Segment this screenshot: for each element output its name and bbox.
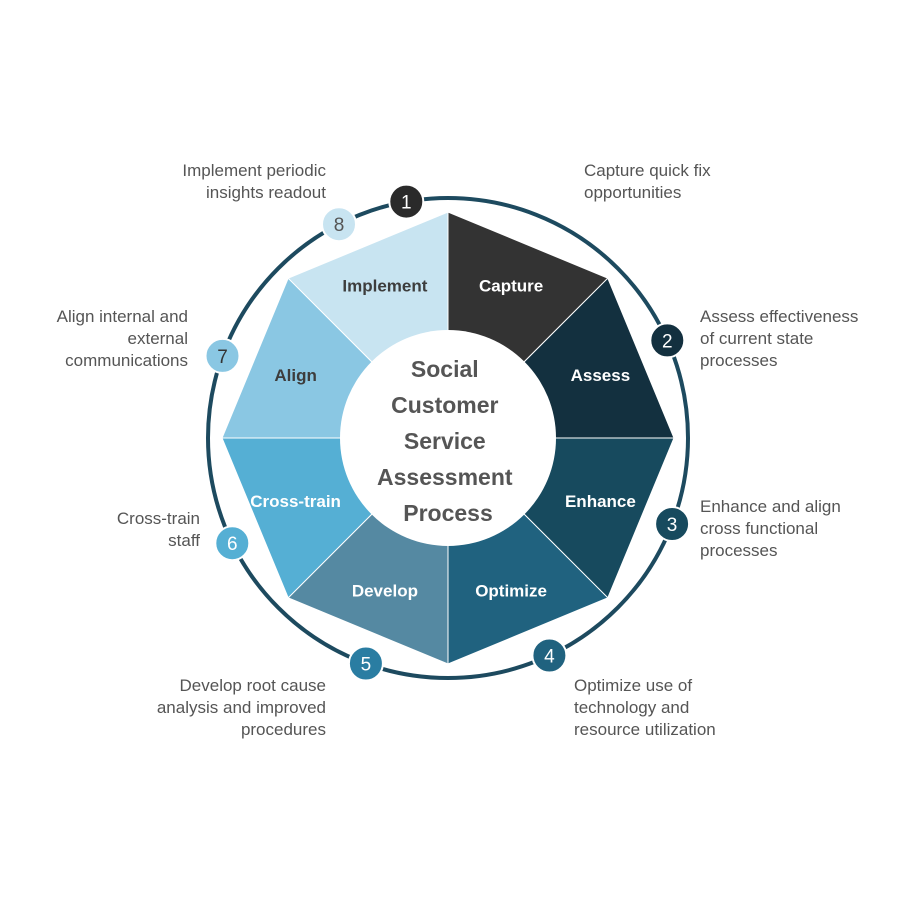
step-8-badge [321,206,357,243]
segment-label-optimize: Optimize [475,581,547,600]
center-title-line: Process [403,500,493,526]
step-3-badge [654,506,691,542]
center-title: Social Customer Service Assessment Proce… [377,356,519,526]
step-2-description: Assess effectiveness of current state pr… [700,307,859,370]
step-4-description: Optimize use of technology and resource … [574,676,716,739]
step-6-badge [214,525,251,562]
step-3-number: 3 [667,515,678,536]
step-6-description: Cross-train staff [116,509,200,550]
step-1-badge [388,183,425,220]
outer-ring [206,196,690,680]
center-title-line: Assessment [377,464,513,490]
step-1-number: 1 [401,193,412,214]
segment-label-align: Align [274,366,317,385]
step-8-number: 8 [334,215,345,236]
step-8-description: Implement periodic insights readout [182,161,326,202]
center-circle [340,330,556,546]
segment-label-capture: Capture [479,277,543,296]
step-5-badge [347,645,384,682]
step-6-number: 6 [227,534,238,555]
step-4-number: 4 [544,647,555,668]
step-2-number: 2 [662,331,673,352]
center-title-line: Social [411,356,479,382]
center-title-line: Customer [391,392,498,418]
step-3-description: Enhance and align cross functional proce… [700,497,841,560]
segment-label-cross-train: Cross-train [250,492,341,511]
step-1-description: Capture quick fix opportunities [584,161,711,202]
step-7-number: 7 [217,347,228,368]
step-5-description: Develop root cause analysis and improved… [156,676,326,739]
segment-label-develop: Develop [352,581,418,600]
center-title-line: Service [404,428,486,454]
step-4-badge [531,637,568,674]
segment-label-assess: Assess [571,366,631,385]
segment-label-enhance: Enhance [565,492,636,511]
step-7-badge [204,337,241,374]
step-badges-group: 1 2 3 4 5 6 7 8 [204,183,691,682]
segment-label-implement: Implement [342,277,427,296]
step-2-badge [649,322,686,359]
step-5-number: 5 [361,655,372,676]
step-7-description: Align internal and external communicatio… [56,307,188,370]
